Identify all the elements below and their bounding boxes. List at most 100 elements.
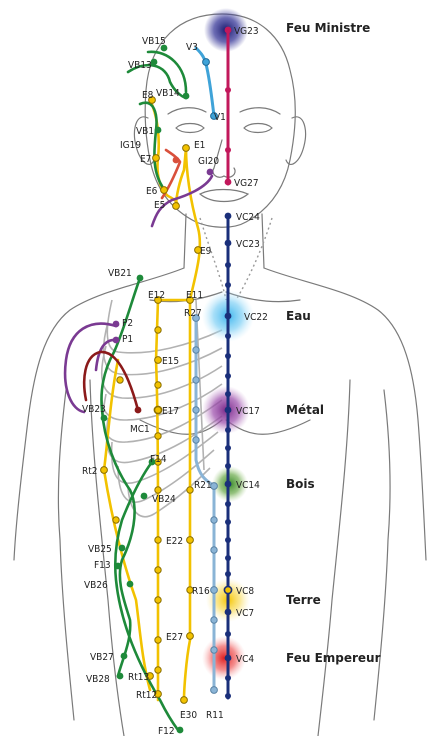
label-p2: P2 [122, 318, 133, 329]
point-e5[interactable] [173, 203, 180, 210]
point-f13[interactable] [115, 563, 122, 570]
point-r-a[interactable] [193, 347, 199, 353]
point-e27[interactable] [187, 633, 194, 640]
label-rt2: Rt2 [82, 466, 98, 477]
point-vc-j[interactable] [225, 501, 231, 507]
point-vb14[interactable] [183, 93, 190, 100]
point-e17[interactable] [154, 406, 161, 413]
label-vg27: VG27 [234, 178, 259, 189]
point-v3[interactable] [203, 59, 210, 66]
point-vb21[interactable] [137, 275, 144, 282]
point-e-g[interactable] [155, 537, 161, 543]
label-r16: R16 [192, 586, 210, 597]
element-metal: Métal [286, 403, 324, 417]
point-rt-a[interactable] [117, 377, 123, 383]
label-vc17: VC17 [236, 406, 260, 417]
point-vb27[interactable] [121, 653, 128, 660]
point-vc-n[interactable] [225, 571, 231, 577]
point-vg27[interactable] [225, 179, 232, 186]
point-vb28[interactable] [117, 673, 124, 680]
point-vc-m[interactable] [225, 555, 231, 561]
point-vc-h[interactable] [225, 445, 231, 451]
point-vb26[interactable] [127, 581, 134, 588]
point-e-i[interactable] [155, 597, 161, 603]
point-ig19[interactable] [173, 157, 180, 164]
point-e7[interactable] [153, 155, 160, 162]
p-line [65, 324, 118, 412]
point-mc1[interactable] [135, 407, 142, 414]
point-vc22[interactable] [225, 313, 232, 320]
point-vb23[interactable] [101, 415, 108, 422]
point-e30[interactable] [181, 697, 188, 704]
point-vc-o[interactable] [225, 631, 231, 637]
point-e-a[interactable] [155, 327, 161, 333]
label-e5: E5 [154, 200, 165, 211]
point-vc24[interactable] [225, 213, 232, 220]
label-vb26: VB26 [84, 580, 108, 591]
point-vb1[interactable] [155, 127, 162, 134]
point-vc4[interactable] [225, 655, 232, 662]
point-e-h[interactable] [155, 567, 161, 573]
point-e-c[interactable] [155, 433, 161, 439]
point-e15[interactable] [155, 357, 162, 364]
point-e1[interactable] [183, 145, 190, 152]
point-e-b[interactable] [155, 382, 161, 388]
point-e6[interactable] [161, 187, 168, 194]
point-vb25[interactable] [119, 545, 126, 552]
point-vc7[interactable] [225, 609, 232, 616]
v-line [196, 48, 214, 116]
point-vc23[interactable] [225, 240, 232, 247]
point-vc17[interactable] [225, 407, 232, 414]
point-vc-f[interactable] [225, 391, 231, 397]
point-f12[interactable] [177, 727, 184, 734]
point-r-f[interactable] [211, 547, 217, 553]
point-r-d[interactable] [193, 437, 199, 443]
point-vc-a[interactable] [225, 262, 231, 268]
point-vb24[interactable] [141, 493, 148, 500]
point-vc-g[interactable] [225, 427, 231, 433]
point-p2[interactable] [113, 321, 120, 328]
point-p1[interactable] [113, 337, 120, 344]
point-r-h[interactable] [211, 647, 217, 653]
label-vc24: VC24 [236, 212, 260, 223]
point-r-b[interactable] [193, 377, 199, 383]
point-vc-l[interactable] [225, 537, 231, 543]
point-rt-b[interactable] [113, 517, 119, 523]
point-e-k[interactable] [155, 637, 161, 643]
label-vc23: VC23 [236, 239, 260, 250]
point-r-g[interactable] [211, 617, 217, 623]
point-r16[interactable] [211, 587, 218, 594]
point-vg-a[interactable] [225, 87, 231, 93]
point-vc-b[interactable] [225, 282, 231, 288]
label-ig19: IG19 [120, 140, 141, 151]
point-vg-b[interactable] [225, 147, 231, 153]
point-vc14[interactable] [225, 481, 232, 488]
label-mc1: MC1 [130, 424, 150, 435]
point-gi20[interactable] [207, 169, 214, 176]
point-vc8[interactable] [224, 586, 231, 593]
point-vc-i[interactable] [225, 463, 231, 469]
label-rt12: Rt12 [136, 690, 157, 701]
point-rt2[interactable] [101, 467, 108, 474]
point-vc-q[interactable] [225, 693, 231, 699]
point-r-e[interactable] [211, 517, 217, 523]
point-vc-p[interactable] [225, 675, 231, 681]
point-e-l[interactable] [155, 667, 161, 673]
label-e8: E8 [142, 90, 154, 101]
point-r-c[interactable] [193, 407, 199, 413]
label-vb24: VB24 [152, 494, 176, 505]
label-vb1: VB1 [136, 126, 154, 137]
label-p1: P1 [122, 334, 133, 345]
point-vc-c[interactable] [225, 333, 231, 339]
point-vc-k[interactable] [225, 519, 231, 525]
label-vb27: VB27 [90, 652, 114, 663]
label-f14: F14 [150, 454, 167, 465]
point-e-e[interactable] [155, 487, 161, 493]
point-vc-e[interactable] [225, 373, 231, 379]
point-e22[interactable] [187, 537, 194, 544]
point-e-f[interactable] [187, 487, 193, 493]
point-vc-d[interactable] [225, 353, 231, 359]
point-vg23[interactable] [225, 27, 232, 34]
label-f13: F13 [94, 560, 111, 571]
point-r11[interactable] [211, 687, 218, 694]
